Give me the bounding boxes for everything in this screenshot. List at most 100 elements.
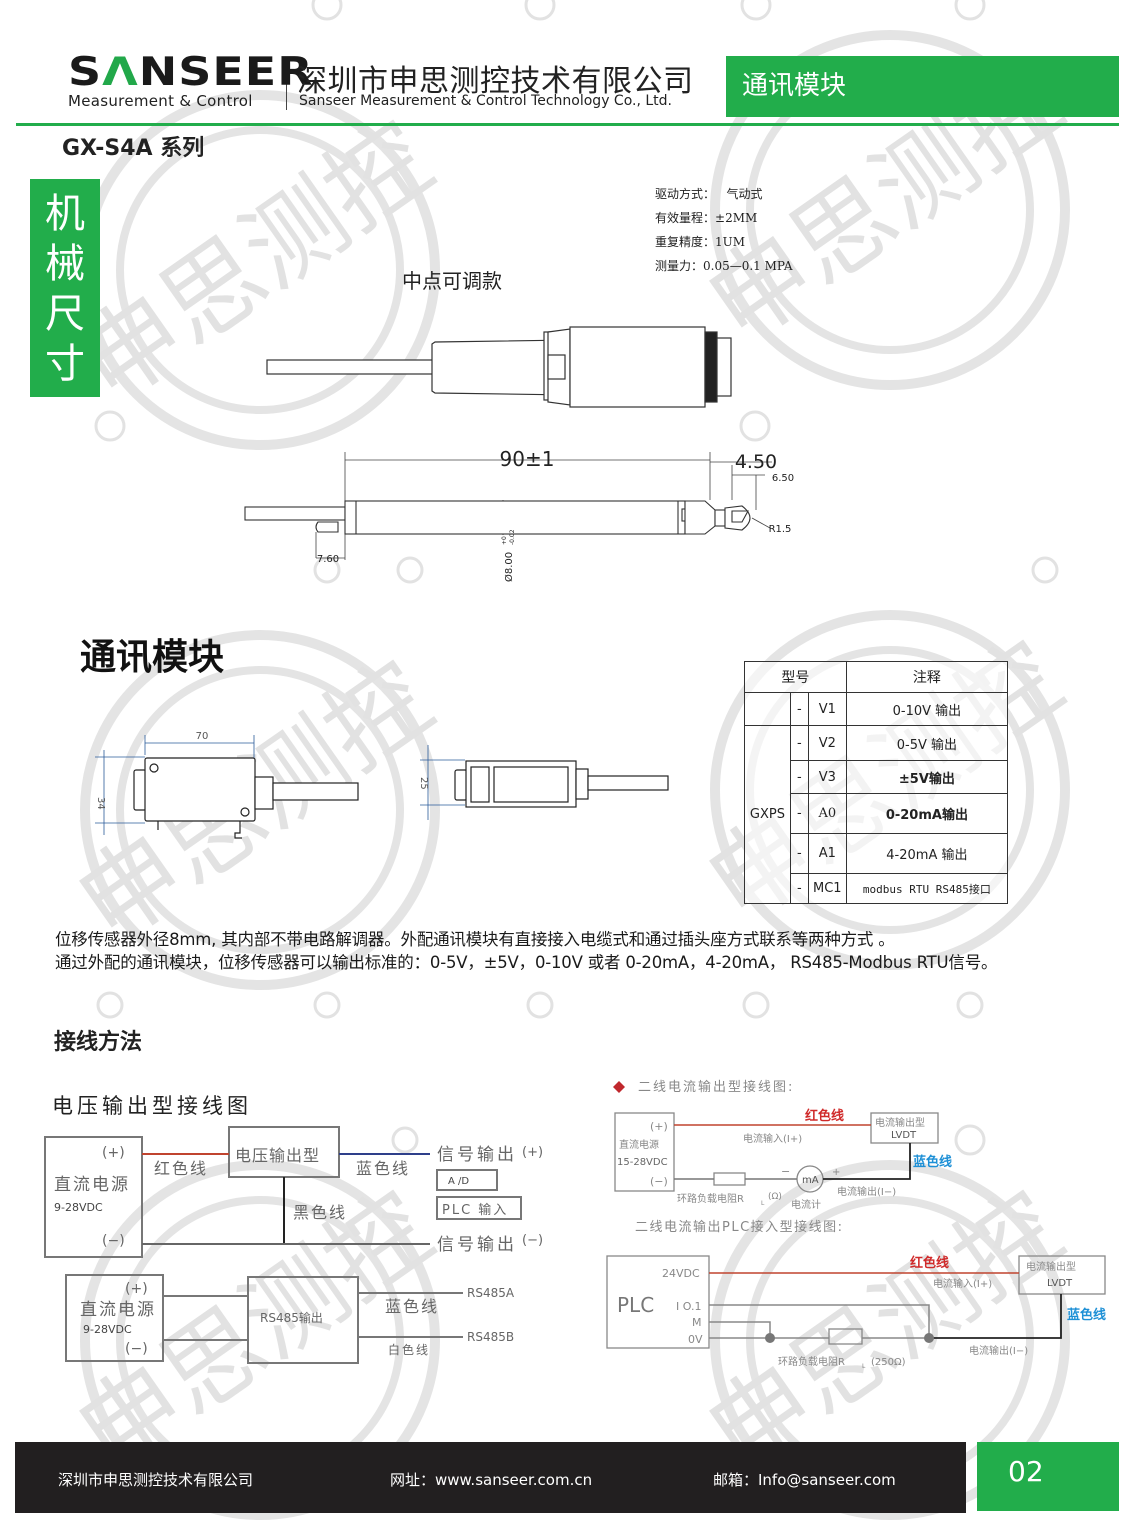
svg-text:R1.5: R1.5 <box>769 524 792 535</box>
spec-list: 驱动方式： 气动式 有效量程：±2MM 重复精度：1UM 测量力：0.05—0.… <box>655 182 793 278</box>
model-table: 型号 注释 - V1 0-10V 输出 GXPS - V2 0-5V 输出 - … <box>744 661 1009 904</box>
svg-text:9-28VDC: 9-28VDC <box>54 1201 103 1214</box>
svg-text:−: − <box>781 1165 790 1178</box>
svg-text:PLC 输入: PLC 输入 <box>442 1202 508 1218</box>
svg-text:电流输出(I−): 电流输出(I−) <box>969 1344 1028 1357</box>
svg-text:mA: mA <box>802 1175 819 1186</box>
company-name-en: Sanseer Measurement & Control Technology… <box>299 93 672 109</box>
svg-text:0V: 0V <box>688 1333 703 1346</box>
svg-text:Ø8.00: Ø8.00 <box>503 552 515 582</box>
svg-text:LVDT: LVDT <box>891 1130 917 1141</box>
svg-text:+: + <box>832 1167 840 1178</box>
svg-text:电流输出(I−): 电流输出(I−) <box>837 1185 896 1198</box>
svg-text:(+): (+) <box>102 1145 125 1161</box>
svg-text:(+): (+) <box>522 1145 543 1160</box>
svg-text:34: 34 <box>95 797 106 810</box>
footer-email-link[interactable]: 邮箱：Info@sanseer.com <box>713 1471 896 1489</box>
svg-text:黑色线: 黑色线 <box>293 1203 347 1222</box>
logo-wordmark: SΛNSEER <box>68 48 314 95</box>
page-number: 02 <box>977 1442 1119 1511</box>
svg-text:+0: +0 <box>501 536 508 545</box>
svg-text:信号输出: 信号输出 <box>437 1235 517 1255</box>
svg-text:L: L <box>862 1363 866 1370</box>
svg-text:蓝色线: 蓝色线 <box>356 1159 410 1178</box>
svg-text:25: 25 <box>418 777 429 790</box>
current-wiring-diagram: 二线电流输出型接线图: (+) 直流电源 15-28VDC (−) 红色线 电流… <box>613 1079 952 1235</box>
voltage-wiring-title: 电压输出型接线图 <box>52 1094 252 1118</box>
svg-text:-0.02: -0.02 <box>509 529 516 545</box>
spec-repeatability: 重复精度：1UM <box>655 235 746 249</box>
comm-module-drawing: 70 34 25 <box>95 731 669 839</box>
svg-text:A /D: A /D <box>448 1176 469 1187</box>
svg-text:L: L <box>761 1200 765 1207</box>
svg-text:电流输出型: 电流输出型 <box>1026 1260 1076 1273</box>
svg-text:蓝色线: 蓝色线 <box>913 1154 952 1170</box>
svg-text:电流输入(I+): 电流输入(I+) <box>933 1277 992 1290</box>
rs485-wiring-diagram: (+) 直流电源 9-28VDC (−) RS485输出 RS485A RS48… <box>65 1274 515 1364</box>
footer-company: 深圳市申思测控技术有限公司 <box>58 1471 254 1489</box>
svg-text:(Ω): (Ω) <box>768 1192 782 1202</box>
spec-force: 测量力：0.05—0.1 MPA <box>655 259 793 273</box>
spec-range: 有效量程：±2MM <box>655 211 758 225</box>
side-tab-mechanical-dimensions: 机械尺寸 <box>30 179 100 397</box>
description-line: 位移传感器外径8mm, 其内部不带电路解调器。外配通讯模块有直接接入电缆式和通过… <box>55 930 895 949</box>
svg-text:7.60: 7.60 <box>317 554 339 565</box>
svg-text:(−): (−) <box>125 1341 148 1357</box>
voltage-wiring-diagram: (+) 直流电源 9-28VDC (−) 电压输出型 红色线 蓝色线 黑色线 信… <box>44 1126 543 1258</box>
svg-text:(−): (−) <box>522 1233 543 1248</box>
svg-text:70: 70 <box>196 731 209 742</box>
svg-text:(−): (−) <box>650 1175 668 1188</box>
description-line: 通过外配的通讯模块，位移传感器可以输出标准的：0-5V，±5V，0-10V 或者… <box>55 953 998 972</box>
section-tab: 通讯模块 <box>726 56 1119 117</box>
svg-text:I O.1: I O.1 <box>676 1300 701 1313</box>
svg-text:直流电源: 直流电源 <box>619 1138 659 1151</box>
footer-website-link[interactable]: 网址：www.sanseer.com.cn <box>390 1471 593 1489</box>
svg-text:红色线: 红色线 <box>805 1108 844 1124</box>
svg-text:红色线: 红色线 <box>154 1159 208 1178</box>
svg-text:(+): (+) <box>125 1281 148 1297</box>
svg-text:RS485A: RS485A <box>467 1286 515 1300</box>
svg-text:直流电源: 直流电源 <box>54 1175 130 1195</box>
plc-wiring-diagram: PLC 24VDC I O.1 M 0V 红色线 电流输入(I+) 电流输出型 … <box>606 1255 1106 1370</box>
svg-text:(−): (−) <box>102 1233 125 1249</box>
header-model: 型号 <box>744 661 847 693</box>
midpoint-label: 中点可调款 <box>402 269 502 293</box>
svg-text:电流计: 电流计 <box>791 1198 821 1211</box>
svg-text:24VDC: 24VDC <box>662 1267 700 1280</box>
header-divider <box>16 123 1119 126</box>
svg-text:红色线: 红色线 <box>910 1255 949 1271</box>
spec-drive: 驱动方式： 气动式 <box>655 187 763 201</box>
description: 位移传感器外径8mm, 其内部不带电路解调器。外配通讯模块有直接接入电缆式和通过… <box>55 928 998 974</box>
logo-figure-icon: Λ <box>102 48 139 95</box>
svg-text:电流输出型: 电流输出型 <box>875 1116 925 1129</box>
svg-text:二线电流输出型接线图:: 二线电流输出型接线图: <box>638 1079 794 1095</box>
svg-text:LVDT: LVDT <box>1047 1278 1073 1289</box>
logo-divider <box>286 60 287 110</box>
svg-text:9-28VDC: 9-28VDC <box>83 1323 132 1336</box>
header-note: 注释 <box>845 661 1009 693</box>
comm-module-title: 通讯模块 <box>80 637 225 678</box>
svg-text:白色线: 白色线 <box>388 1342 430 1357</box>
svg-text:RS485输出: RS485输出 <box>260 1310 323 1325</box>
svg-text:PLC: PLC <box>617 1293 654 1317</box>
svg-text:环路负载电阻R: 环路负载电阻R <box>677 1192 744 1205</box>
table-row: - V1 0-10V 输出 <box>744 692 1009 726</box>
svg-text:蓝色线: 蓝色线 <box>1067 1307 1106 1323</box>
series-title: GX-S4A 系列 <box>62 136 205 161</box>
svg-text:(250Ω): (250Ω) <box>871 1357 906 1368</box>
sensor-drawing-dimensions: 90±1 4.50 6.50 R1.5 7.60 Ø8.00 +0 -0.02 <box>244 447 794 582</box>
svg-text:(+): (+) <box>650 1120 668 1133</box>
table-row: GXPS - V2 0-5V 输出 <box>744 725 1009 904</box>
svg-text:15-28VDC: 15-28VDC <box>617 1157 668 1168</box>
svg-text:电流输入(I+): 电流输入(I+) <box>743 1132 802 1145</box>
svg-text:蓝色线: 蓝色线 <box>385 1297 439 1316</box>
svg-text:二线电流输出PLC接入型接线图:: 二线电流输出PLC接入型接线图: <box>635 1219 844 1235</box>
footer: 深圳市申思测控技术有限公司 网址：www.sanseer.com.cn 邮箱：I… <box>15 1442 966 1513</box>
svg-text:环路负载电阻R: 环路负载电阻R <box>778 1355 845 1368</box>
diamond-bullet-icon <box>613 1081 625 1093</box>
svg-text:信号输出: 信号输出 <box>437 1145 517 1165</box>
svg-text:直流电源: 直流电源 <box>80 1300 156 1320</box>
svg-text:4.50: 4.50 <box>735 451 777 473</box>
svg-text:M: M <box>692 1316 702 1329</box>
sensor-drawing-top <box>266 326 732 408</box>
